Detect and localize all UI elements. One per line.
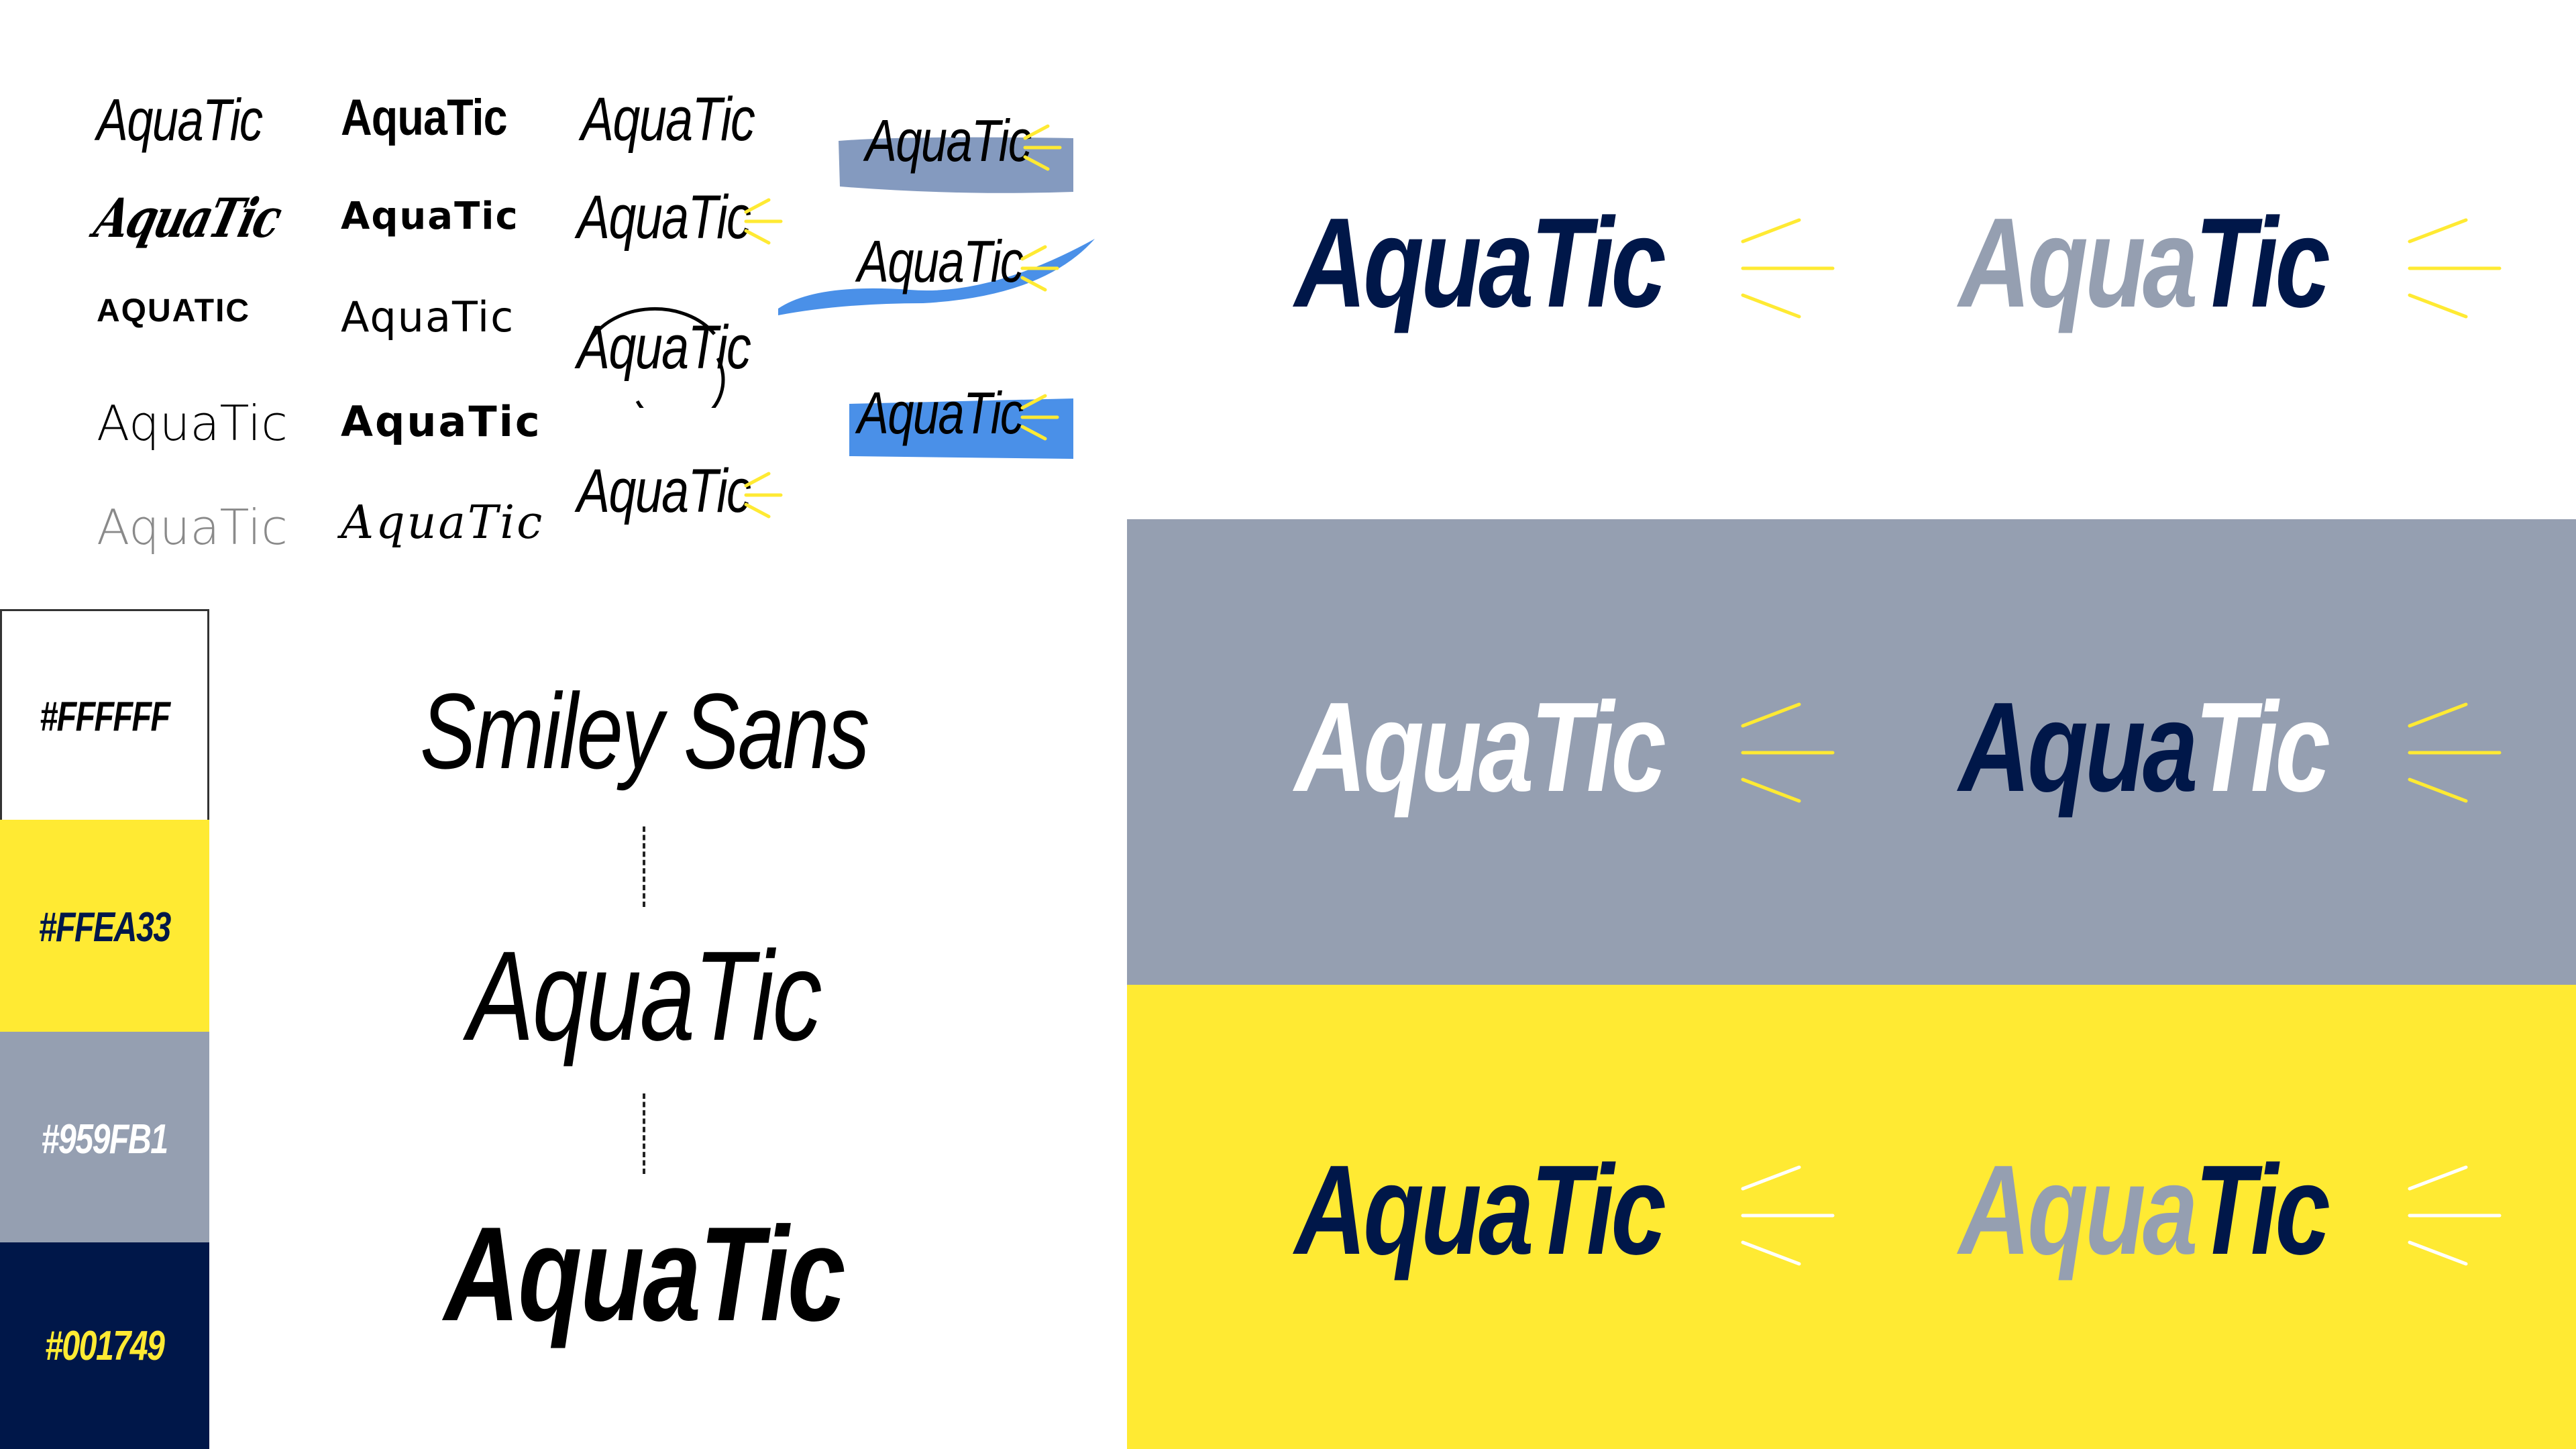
sun-rays-icon [1741,1165,1835,1266]
sun-rays-icon [1020,394,1059,441]
swatch-white: #FFFFFF [0,609,209,824]
variation-brush-gray: AquaTic [865,107,1032,174]
divider-dashed [643,826,645,907]
variation-rays-2: AquaTic [577,457,751,525]
variation-brush-wave: AquaTic [857,228,1024,294]
circle-arc-icon [588,307,725,408]
variation-geometric-bold: AquaTic [341,195,519,238]
sun-rays-icon [1741,702,1835,803]
logo-navy: AquaTic [1295,192,1666,334]
font-name: Smiley Sans [420,671,869,791]
logo-white: AquaTic [1295,676,1666,818]
logo-gray-navy-on-yellow: AquaTic [1959,1139,2330,1281]
font-sample-2: AquaTic [443,1199,846,1349]
sun-rays-icon [1023,124,1062,171]
brush-stroke-gray [839,137,1073,193]
variation-wide: AquaTic [341,397,542,446]
sun-rays-icon [1741,218,1835,319]
variation-light: AquaTic [97,395,288,451]
sun-rays-icon [744,198,783,245]
divider-dashed [643,1093,645,1174]
variation-3: AquaTic [581,85,755,154]
variation-hand: AquaTic [341,496,545,549]
logo-panel-gray: AquaTic AquaTic [1127,519,2576,985]
sun-rays-icon [2408,702,2502,803]
sun-rays-icon [1020,245,1059,292]
logo-gray-navy: AquaTic [1959,192,2330,334]
font-sample-1: AquaTic [468,925,822,1067]
variation-geometric: AquaTic [341,292,515,341]
variation-brush-block: AquaTic [857,380,1024,446]
variation-script-bold: AquaTic [89,186,286,250]
sun-rays-icon [2408,1165,2502,1266]
variation-heavy: AquaTic [341,89,508,146]
swatch-yellow: #FFEA33 [0,820,209,1034]
variation-thin: AquaTic [97,499,288,555]
sun-rays-icon [744,472,783,519]
variation-1: AquaTic [97,87,263,153]
brush-wave-blue [778,239,1095,315]
brush-block-blue [849,398,1073,459]
logo-panel-yellow: AquaTic AquaTic [1127,985,2576,1449]
variation-rays-1: AquaTic [577,183,751,252]
swatch-navy: #001749 [0,1242,209,1449]
logo-panel-white: AquaTic AquaTic [1127,0,2576,519]
logo-navy-on-yellow: AquaTic [1295,1139,1666,1281]
variation-caps-bold: AQUATIC [97,293,251,329]
swatch-gray: #959FB1 [0,1032,209,1246]
logo-navy-white: AquaTic [1959,676,2330,818]
sun-rays-icon [2408,218,2502,319]
